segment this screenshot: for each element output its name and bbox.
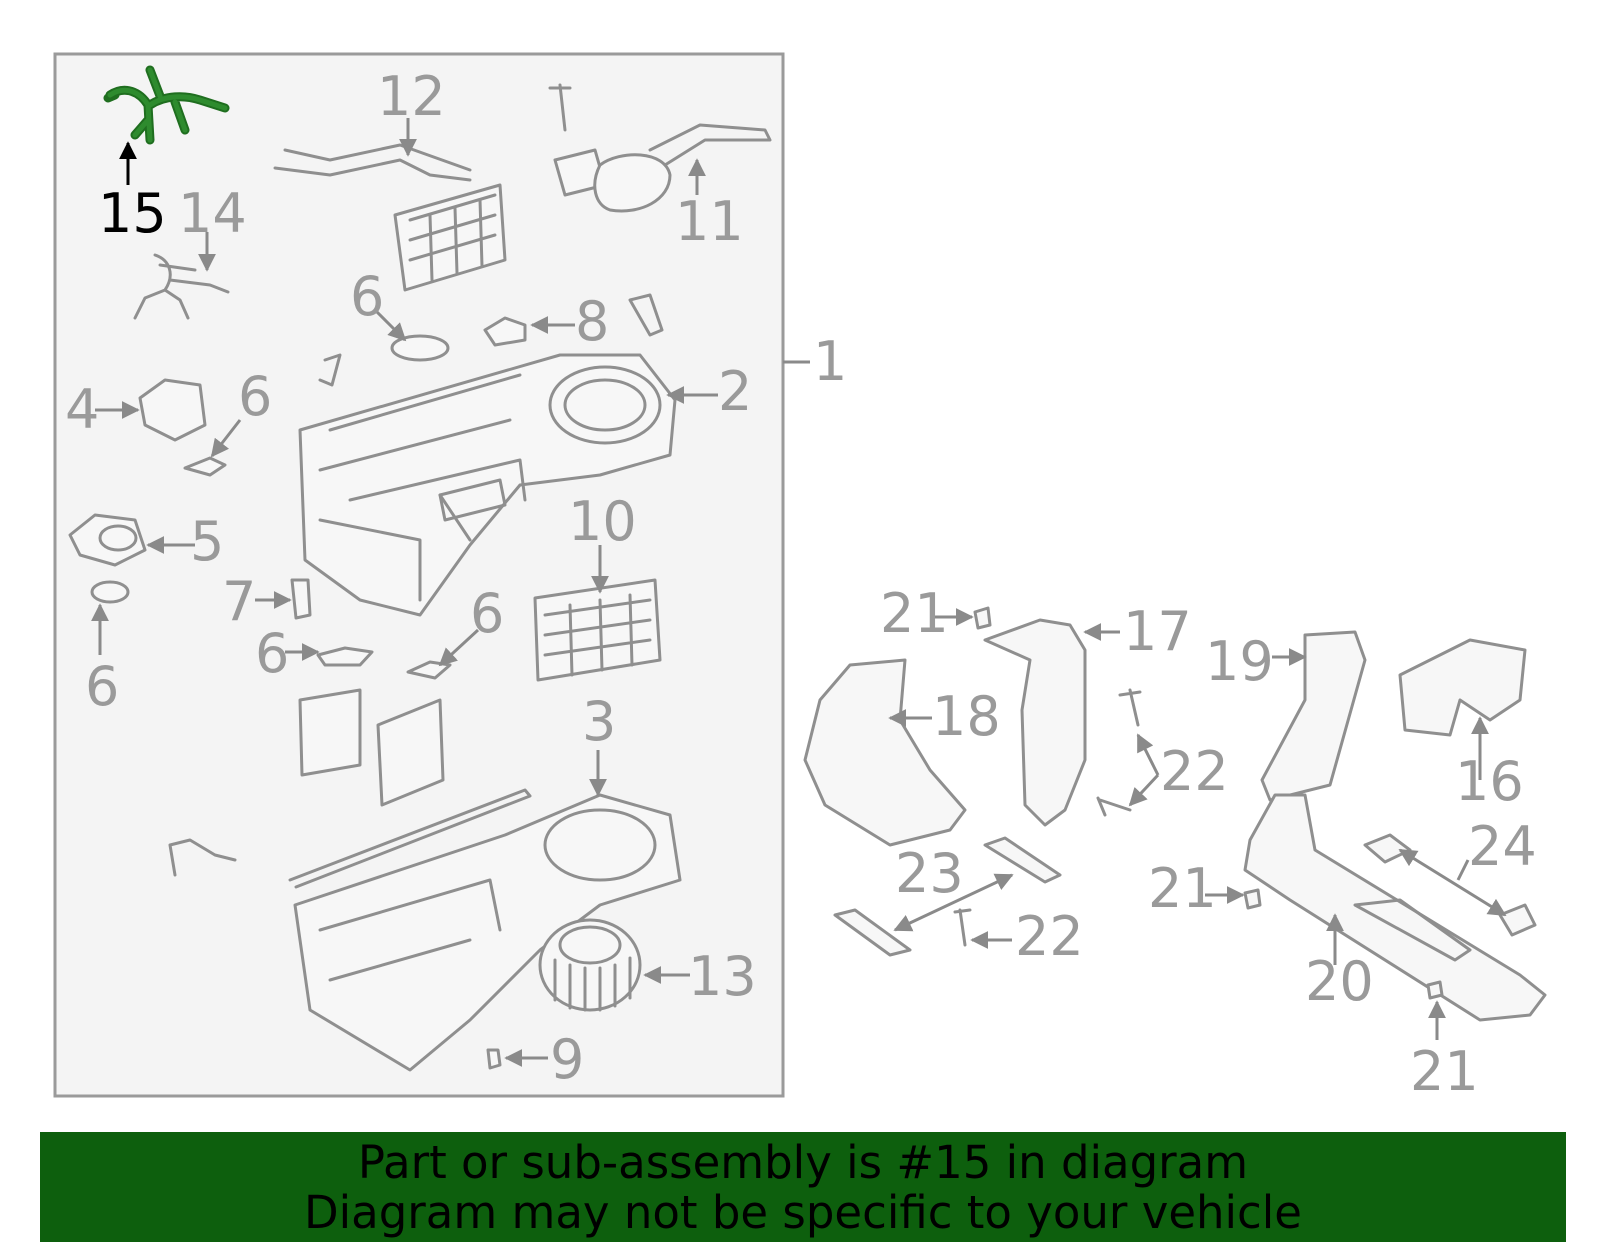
callout-17: 17 [1123,600,1192,663]
lower-case-3[interactable] [288,788,682,1072]
banner-line-2: Diagram may not be specific to your vehi… [304,1186,1302,1239]
filter-a [298,688,362,777]
vent-23b [833,908,912,957]
callout-21c: 21 [1410,1040,1479,1103]
callout-3: 3 [582,690,616,753]
sensor-7 [290,578,312,620]
callout-5: 5 [190,510,224,573]
callout-12: 12 [377,65,446,128]
callout-14: 14 [178,182,247,245]
gasket-6b [183,456,227,477]
info-banner: Part or sub-assembly is #15 in diagram D… [40,1132,1566,1242]
callout-1: 1 [813,330,847,393]
vent-24b [1498,903,1537,937]
callout-23: 23 [895,842,964,905]
clip-21c [1426,980,1444,1000]
callout-19: 19 [1205,630,1274,693]
screw-22a [1118,688,1142,727]
blower-motor-11 [548,83,772,213]
callout-6a: 6 [350,265,384,328]
banner-line-1: Part or sub-assembly is #15 in diagram [357,1136,1249,1189]
screw-22c [953,908,972,947]
callout-16: 16 [1455,750,1524,813]
callout-18: 18 [932,685,1001,748]
actuator-5 [68,513,147,567]
vent-24a [1363,833,1412,864]
vent-23a [983,836,1062,884]
duct-16 [1398,638,1527,737]
evaporator-10 [533,578,662,682]
callout-6e: 6 [470,582,504,645]
callout-2: 2 [718,360,752,423]
clip-21b [1243,888,1262,910]
wiring-harness-14 [133,253,230,320]
callout-21b: 21 [1148,857,1217,920]
duct-20[interactable] [1243,793,1547,1022]
callout-22b: 22 [1015,905,1084,968]
actuator-4 [138,378,207,442]
callout-20: 20 [1305,950,1374,1013]
screw-9 [486,1048,502,1070]
heater-housing-2[interactable] [298,353,677,617]
clip [318,353,342,387]
callout-7: 7 [222,570,256,633]
drain-hose [168,838,237,877]
clip-21a [973,606,992,630]
gasket-6c [90,580,130,604]
callout-21a: 21 [880,582,949,645]
filter-b [376,698,445,807]
duct-17 [983,618,1087,827]
duct-19 [1260,630,1367,802]
callout-10: 10 [568,490,637,553]
callout-15: 15 [98,182,167,245]
callout-22a: 22 [1160,740,1229,803]
bracket [628,293,664,337]
callout-11: 11 [675,190,744,253]
callout-9: 9 [550,1028,584,1091]
callout-24: 24 [1468,815,1537,878]
sensor-8 [483,316,527,347]
heater-core-12 [273,143,507,292]
callout-6c: 6 [85,655,119,718]
callout-8: 8 [575,290,609,353]
blower-fan-13 [538,918,642,1012]
screw-22b [1096,796,1132,817]
gasket-6d [316,646,374,667]
callout-6d: 6 [255,622,289,685]
gasket-6a [390,334,450,362]
callout-6b: 6 [238,365,272,428]
callout-4: 4 [65,378,99,441]
duct-18 [803,658,967,847]
parts-diagram: 1 2 3 4 5 6 6 6 6 6 7 8 9 10 11 12 13 14… [53,52,1547,1103]
wiring-harness-15[interactable] [103,65,230,145]
callout-13: 13 [688,945,757,1008]
